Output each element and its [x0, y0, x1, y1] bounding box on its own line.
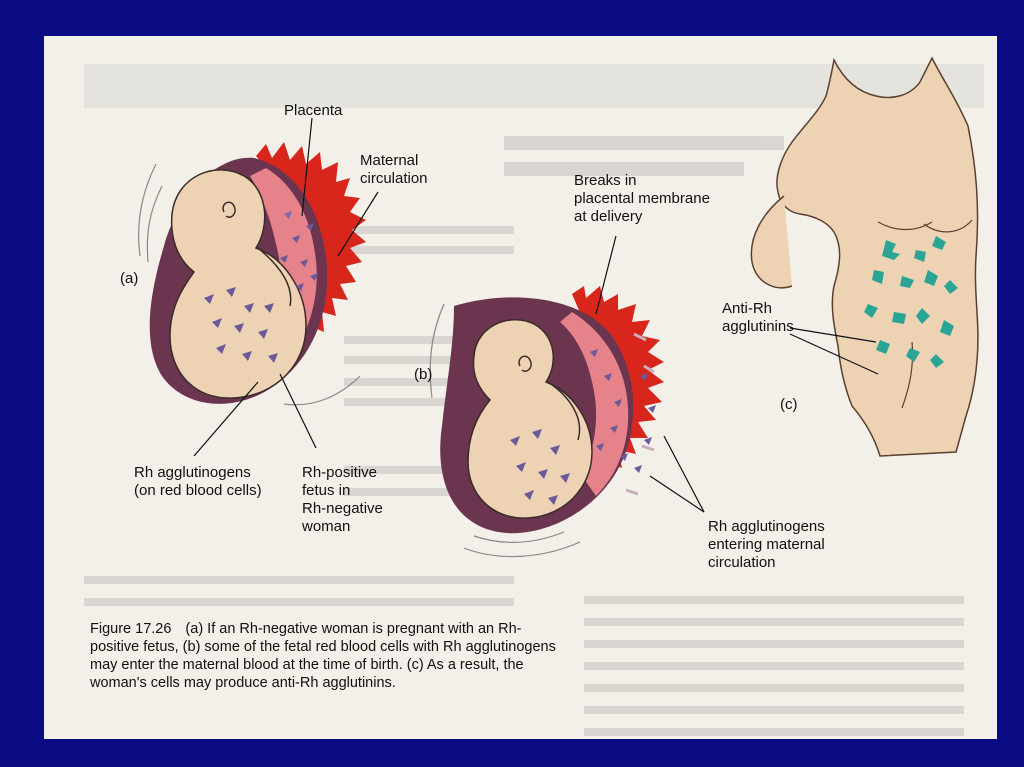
- label-anti-rh-agglutinins: Anti-Rh agglutinins: [722, 300, 794, 336]
- leader-entering-1: [650, 476, 704, 512]
- leader-entering-2: [664, 436, 704, 512]
- panel-label-a: (a): [120, 270, 138, 287]
- label-placenta: Placenta: [284, 102, 342, 120]
- panel-b-uterus: [430, 286, 664, 557]
- figure-caption: Figure 17.26(a) If an Rh-negative woman …: [90, 620, 560, 692]
- label-rh-entering-maternal: Rh agglutinogens entering maternal circu…: [708, 518, 825, 572]
- textbook-page: Placenta Maternal circulation (a) Rh agg…: [44, 36, 997, 739]
- leader-rh-positive-fetus: [280, 374, 316, 448]
- woman-torso: [777, 58, 978, 456]
- label-maternal-circulation: Maternal circulation: [360, 152, 428, 188]
- panel-label-b: (b): [414, 366, 432, 383]
- label-rh-agglutinogens: Rh agglutinogens (on red blood cells): [134, 464, 262, 500]
- figure-number: Figure 17.26: [90, 621, 171, 637]
- label-rh-positive-fetus: Rh-positive fetus in Rh-negative woman: [302, 464, 383, 536]
- panel-label-c: (c): [780, 396, 798, 413]
- label-breaks-in-membrane: Breaks in placental membrane at delivery: [574, 172, 710, 226]
- panel-a-uterus: [139, 142, 366, 405]
